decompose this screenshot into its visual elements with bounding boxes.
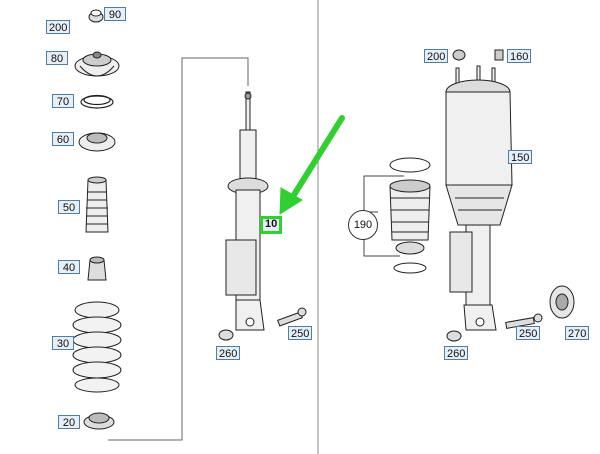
- callout-250-left[interactable]: 250: [288, 326, 313, 340]
- part-160-cap: [494, 49, 504, 61]
- part-60-bearing: [78, 132, 116, 152]
- part-190-ring-bottom: [393, 262, 427, 274]
- part-260-nut-left: [218, 329, 234, 341]
- part-190-seat: [395, 241, 425, 255]
- part-250-bolt-right: [505, 313, 543, 329]
- part-80-top-mount: [74, 51, 120, 77]
- part-30-coil-spring: [72, 301, 122, 393]
- part-270-pulley: [549, 285, 575, 319]
- callout-260-right[interactable]: 260: [444, 346, 469, 360]
- part-200-nut-right: [452, 49, 466, 61]
- part-20-spring-seat: [83, 412, 115, 430]
- callout-270[interactable]: 270: [565, 326, 590, 340]
- part-40-bump-stop: [87, 256, 107, 281]
- part-190-ring-top: [389, 157, 431, 173]
- callout-50[interactable]: 50: [58, 200, 80, 214]
- part-70-snap-ring: [80, 94, 114, 109]
- part-250-bolt-left: [277, 307, 307, 327]
- callout-260-left[interactable]: 260: [216, 346, 241, 360]
- part-150-air-strut: [445, 65, 513, 331]
- part-190-boot: [389, 179, 431, 241]
- part-260-nut-right: [446, 330, 462, 342]
- callout-90[interactable]: 90: [104, 7, 126, 21]
- callout-30[interactable]: 30: [52, 336, 74, 350]
- callout-60[interactable]: 60: [52, 132, 74, 146]
- group-bracket-line: [108, 57, 249, 441]
- callout-190[interactable]: 190: [348, 210, 378, 240]
- highlight-arrow: [279, 115, 345, 215]
- callout-10-highlighted[interactable]: 10: [260, 216, 283, 234]
- callout-200-right[interactable]: 200: [424, 49, 449, 63]
- part-90-nut: [88, 9, 104, 23]
- callout-150[interactable]: 150: [508, 150, 533, 164]
- callout-70[interactable]: 70: [52, 94, 74, 108]
- part-50-dust-boot: [85, 176, 109, 233]
- callout-80[interactable]: 80: [46, 51, 68, 65]
- callout-40[interactable]: 40: [58, 260, 80, 274]
- callout-20[interactable]: 20: [58, 415, 80, 429]
- callout-160[interactable]: 160: [507, 49, 532, 63]
- callout-250-right[interactable]: 250: [516, 326, 541, 340]
- callout-200-left[interactable]: 200: [46, 20, 71, 34]
- part-10-shock-strut: [225, 91, 269, 331]
